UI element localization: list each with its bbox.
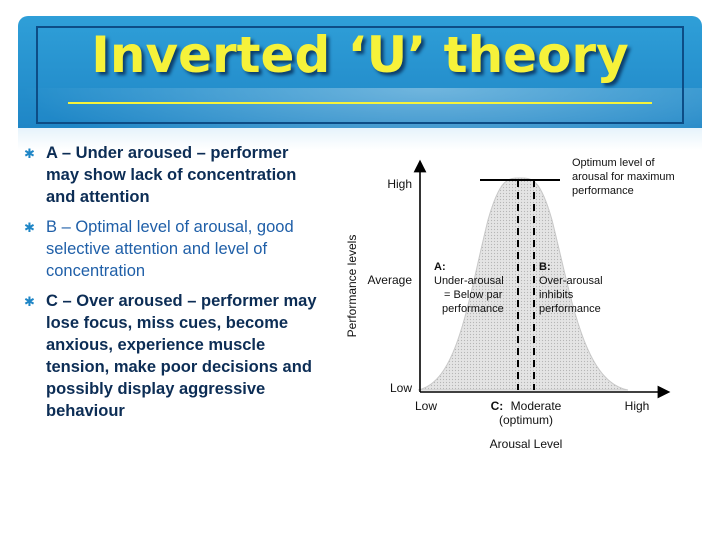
zone-b-letter: B: (539, 261, 551, 273)
header-frame (36, 26, 684, 124)
bullet-c-text: C – Over aroused – performer may lose fo… (46, 292, 317, 420)
zone-a-letter: A: (434, 261, 446, 273)
x-axis-label: Arousal Level (490, 437, 563, 451)
y-axis-label: Performance levels (345, 235, 359, 338)
title-underline (68, 102, 652, 104)
optimum-note-line-2: arousal for maximum (572, 171, 675, 183)
zone-c-line-2: (optimum) (499, 413, 553, 427)
y-tick-average: Average (368, 273, 413, 287)
performance-curve (417, 177, 629, 391)
header-band (18, 16, 702, 128)
asterisk-bullet-icon: ✱ (24, 220, 35, 235)
asterisk-bullet-icon: ✱ (24, 146, 35, 161)
zone-a-line-1: Under-arousal (434, 275, 504, 287)
bullet-list: ✱ A – Under aroused – performer may show… (22, 142, 322, 430)
zone-c-letter: C: (491, 399, 504, 413)
header-fade (18, 128, 702, 150)
bullet-c: ✱ C – Over aroused – performer may lose … (22, 290, 322, 422)
zone-b-line-1: Over-arousal (539, 275, 603, 287)
bullet-b: ✱ B – Optimal level of arousal, good sel… (22, 216, 322, 282)
inverted-u-svg: High Average Low Performance levels Low … (328, 150, 690, 470)
optimum-note-line-3: performance (572, 185, 634, 197)
bullet-a-text: A – Under aroused – performer may show l… (46, 144, 297, 206)
optimum-note-line-1: Optimum level of (572, 157, 655, 169)
zone-a-line-3: performance (442, 303, 504, 315)
x-tick-high: High (625, 399, 650, 413)
bullet-b-text: B – Optimal level of arousal, good selec… (46, 218, 294, 280)
x-tick-low: Low (415, 399, 437, 413)
zone-a-line-2: = Below par (444, 289, 503, 301)
inverted-u-diagram: High Average Low Performance levels Low … (328, 150, 690, 470)
slide-title: Inverted ‘U’ theory (91, 26, 629, 84)
asterisk-bullet-icon: ✱ (24, 294, 35, 309)
bullet-a: ✱ A – Under aroused – performer may show… (22, 142, 322, 208)
y-tick-high: High (387, 177, 412, 191)
zone-b-line-2: inhibits (539, 289, 574, 301)
zone-c-label: C: Moderate (491, 399, 562, 413)
zone-b-line-3: performance (539, 303, 601, 315)
zone-c-line-1: Moderate (511, 399, 562, 413)
y-tick-low: Low (390, 381, 412, 395)
